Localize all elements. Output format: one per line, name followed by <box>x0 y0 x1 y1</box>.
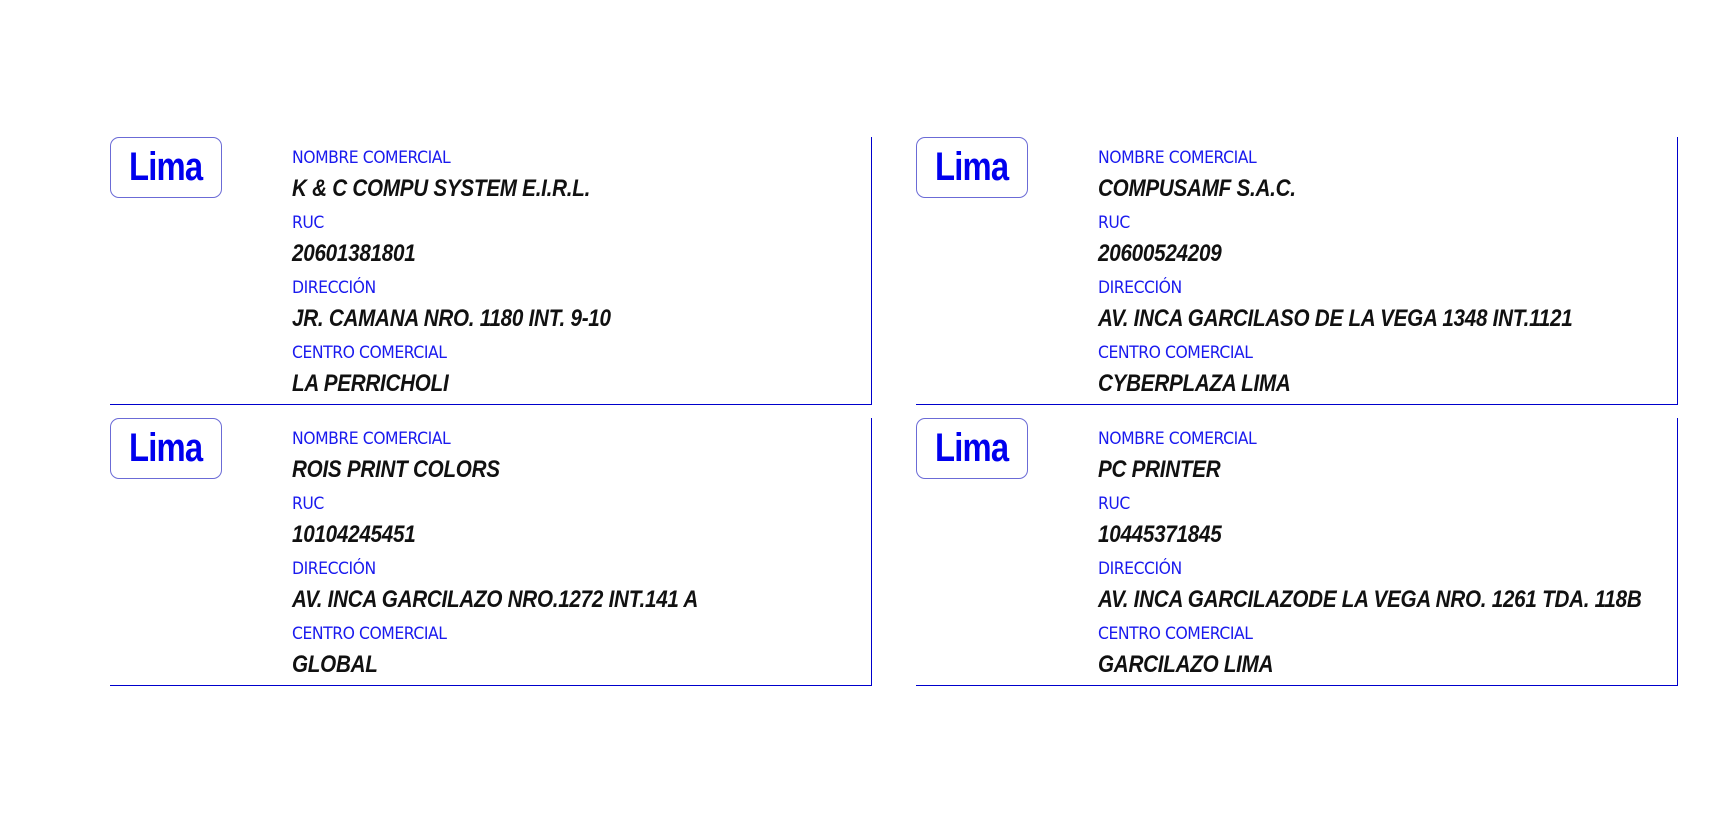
ruc-label: RUC <box>292 213 324 233</box>
nombre-comercial-value: PC PRINTER <box>1098 456 1221 483</box>
centro-comercial-value: CYBERPLAZA LIMA <box>1098 370 1291 397</box>
lima-badge-text: Lima <box>129 145 203 189</box>
nombre-comercial-value: K & C COMPU SYSTEM E.I.R.L. <box>292 175 591 202</box>
nombre-comercial-label: NOMBRE COMERCIAL <box>292 429 451 449</box>
store-card: Lima NOMBRE COMERCIAL ROIS PRINT COLORS … <box>110 418 872 686</box>
direccion-value: AV. INCA GARCILASO DE LA VEGA 1348 INT.1… <box>1098 305 1573 332</box>
ruc-value: 20601381801 <box>292 240 416 267</box>
ruc-label: RUC <box>1098 213 1130 233</box>
lima-badge-text: Lima <box>129 426 203 470</box>
nombre-comercial-value: COMPUSAMF S.A.C. <box>1098 175 1296 202</box>
direccion-label: DIRECCIÓN <box>1098 559 1182 579</box>
lima-badge-text: Lima <box>935 426 1009 470</box>
centro-comercial-value: LA PERRICHOLI <box>292 370 449 397</box>
centro-comercial-label: CENTRO COMERCIAL <box>292 624 447 644</box>
centro-comercial-label: CENTRO COMERCIAL <box>1098 343 1253 363</box>
store-fields: NOMBRE COMERCIAL COMPUSAMF S.A.C. RUC 20… <box>1098 147 1677 407</box>
ruc-value: 20600524209 <box>1098 240 1222 267</box>
lima-badge: Lima <box>916 137 1028 198</box>
store-card: Lima NOMBRE COMERCIAL K & C COMPU SYSTEM… <box>110 137 872 405</box>
lima-badge: Lima <box>110 137 222 198</box>
ruc-value: 10445371845 <box>1098 521 1222 548</box>
direccion-label: DIRECCIÓN <box>292 278 376 298</box>
store-fields: NOMBRE COMERCIAL K & C COMPU SYSTEM E.I.… <box>292 147 871 407</box>
store-fields: NOMBRE COMERCIAL PC PRINTER RUC 10445371… <box>1098 428 1677 688</box>
store-fields: NOMBRE COMERCIAL ROIS PRINT COLORS RUC 1… <box>292 428 871 688</box>
direccion-value: AV. INCA GARCILAZO NRO.1272 INT.141 A <box>292 586 699 613</box>
nombre-comercial-label: NOMBRE COMERCIAL <box>1098 429 1257 449</box>
direccion-value: AV. INCA GARCILAZODE LA VEGA NRO. 1261 T… <box>1098 586 1642 613</box>
store-card: Lima NOMBRE COMERCIAL COMPUSAMF S.A.C. R… <box>916 137 1678 405</box>
store-card: Lima NOMBRE COMERCIAL PC PRINTER RUC 104… <box>916 418 1678 686</box>
ruc-value: 10104245451 <box>292 521 416 548</box>
nombre-comercial-label: NOMBRE COMERCIAL <box>1098 148 1257 168</box>
ruc-label: RUC <box>1098 494 1130 514</box>
centro-comercial-label: CENTRO COMERCIAL <box>292 343 447 363</box>
direccion-label: DIRECCIÓN <box>1098 278 1182 298</box>
ruc-label: RUC <box>292 494 324 514</box>
direccion-value: JR. CAMANA NRO. 1180 INT. 9-10 <box>292 305 611 332</box>
lima-badge: Lima <box>110 418 222 479</box>
lima-badge-text: Lima <box>935 145 1009 189</box>
nombre-comercial-value: ROIS PRINT COLORS <box>292 456 500 483</box>
centro-comercial-value: GLOBAL <box>292 651 378 678</box>
store-card-grid: Lima NOMBRE COMERCIAL K & C COMPU SYSTEM… <box>110 137 1678 686</box>
direccion-label: DIRECCIÓN <box>292 559 376 579</box>
centro-comercial-label: CENTRO COMERCIAL <box>1098 624 1253 644</box>
lima-badge: Lima <box>916 418 1028 479</box>
nombre-comercial-label: NOMBRE COMERCIAL <box>292 148 451 168</box>
centro-comercial-value: GARCILAZO LIMA <box>1098 651 1274 678</box>
